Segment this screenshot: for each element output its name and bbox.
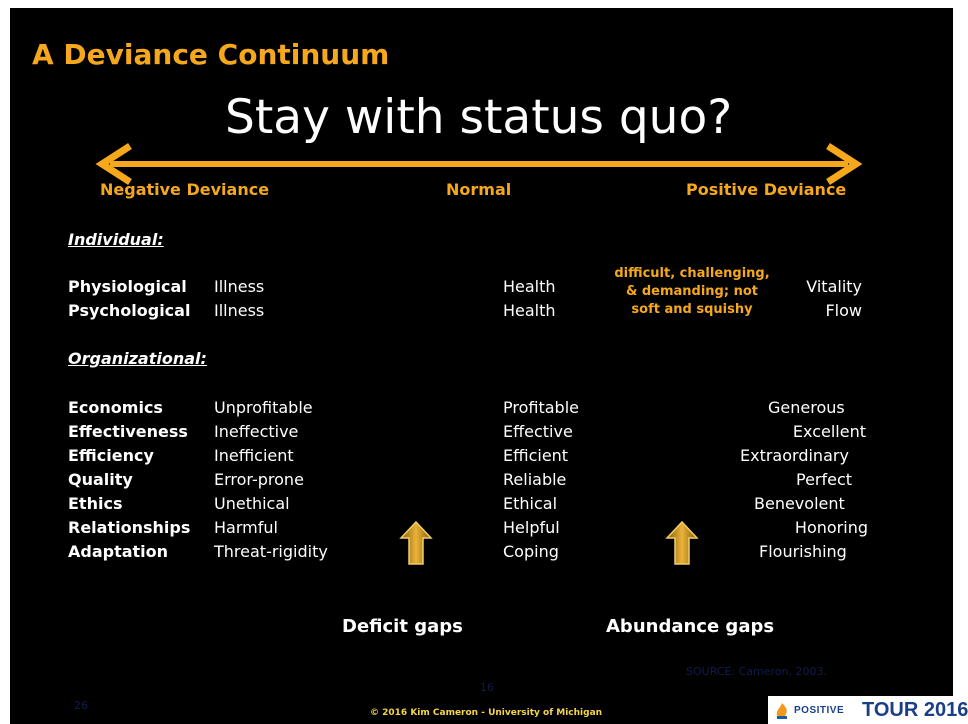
organizational-label: Effectiveness (68, 422, 188, 441)
flame-icon (776, 703, 787, 719)
scale-positive-label: Positive Deviance (686, 180, 847, 199)
individual-positive-value: Flow (825, 301, 862, 320)
scale-negative-label: Negative Deviance (100, 180, 270, 199)
organizational-label: Adaptation (68, 542, 169, 561)
individual-label: Physiological (68, 277, 187, 296)
organizational-labels: Economics Effectiveness Efficiency Quali… (68, 396, 190, 564)
organizational-positive-value: Honoring (794, 518, 868, 537)
organizational-negative-value: Unprofitable (214, 398, 313, 417)
organizational-label: Ethics (68, 494, 123, 513)
individual-labels: Physiological Psychological (68, 275, 190, 323)
organizational-normal-value: Reliable (503, 470, 567, 489)
individual-heading: Individual: (68, 230, 164, 249)
slide: A Deviance Continuum Stay with status qu… (10, 8, 953, 724)
organizational-normal-value: Coping (503, 542, 559, 561)
deficit-gaps-label: Deficit gaps (342, 616, 463, 637)
organizational-label: Efficiency (68, 446, 154, 465)
individual-positive-value: Vitality (806, 277, 862, 296)
source-citation: SOURCE: Cameron, 2003. (686, 665, 827, 678)
organizational-positive: Generous Excellent Extraordinary Perfect… (718, 396, 868, 564)
page-number: 26 (74, 699, 88, 712)
slide-number: 16 (480, 681, 494, 694)
organizational-negative-value: Inefficient (214, 446, 294, 465)
organizational-heading: Organizational: (68, 349, 207, 368)
organizational-label: Relationships (68, 518, 191, 537)
organizational-positive-value: Benevolent (754, 494, 845, 513)
individual-label: Psychological (68, 301, 191, 320)
organizational-negative-value: Error-prone (214, 470, 304, 489)
individual-negative-value: Illness (214, 277, 265, 296)
individual-normal: Health Health (503, 275, 556, 323)
abundance-gaps-label: Abundance gaps (606, 616, 775, 637)
organizational-normal-value: Efficient (503, 446, 569, 465)
organizational-positive-value: Perfect (796, 470, 853, 489)
organizational-label: Quality (68, 470, 133, 489)
logo-brand-text: POSITIVE (794, 705, 845, 716)
positive-deviance-note: difficult, challenging, & demanding; not… (614, 266, 770, 317)
organizational-normal-value: Effective (503, 422, 573, 441)
positive-tour-logo: POSITIVE TOUR 2016 (768, 696, 968, 724)
organizational-normal: Profitable Effective Efficient Reliable … (503, 396, 579, 564)
organizational-positive-value: Extraordinary (740, 446, 849, 465)
organizational-positive-value: Excellent (792, 422, 866, 441)
organizational-positive-value: Flourishing (759, 542, 847, 561)
organizational-positive-value: Generous (768, 398, 845, 417)
slide-subtitle: Stay with status quo? (225, 90, 733, 145)
organizational-label: Economics (68, 398, 163, 417)
deficit-gap-up-arrow-icon (399, 520, 433, 565)
organizational-negative-value: Threat-rigidity (214, 542, 328, 561)
organizational-normal-value: Profitable (503, 398, 579, 417)
individual-negative-value: Illness (214, 301, 265, 320)
individual-normal-value: Health (503, 277, 556, 296)
organizational-negative: Unprofitable Ineffective Inefficient Err… (214, 396, 328, 564)
logo-tour-text: TOUR 2016 (862, 699, 968, 721)
individual-positive: Vitality Flow (762, 275, 862, 323)
continuum-arrow (95, 143, 863, 185)
organizational-normal-value: Helpful (503, 518, 560, 537)
copyright-notice: © 2016 Kim Cameron - University of Michi… (370, 708, 603, 718)
slide-title: A Deviance Continuum (32, 38, 390, 71)
organizational-normal-value: Ethical (503, 494, 558, 513)
abundance-gap-up-arrow-icon (665, 520, 699, 565)
organizational-negative-value: Ineffective (214, 422, 299, 441)
organizational-negative-value: Unethical (214, 494, 290, 513)
individual-negative: Illness Illness (214, 275, 264, 323)
scale-normal-label: Normal (446, 180, 512, 199)
organizational-negative-value: Harmful (214, 518, 278, 537)
individual-normal-value: Health (503, 301, 556, 320)
